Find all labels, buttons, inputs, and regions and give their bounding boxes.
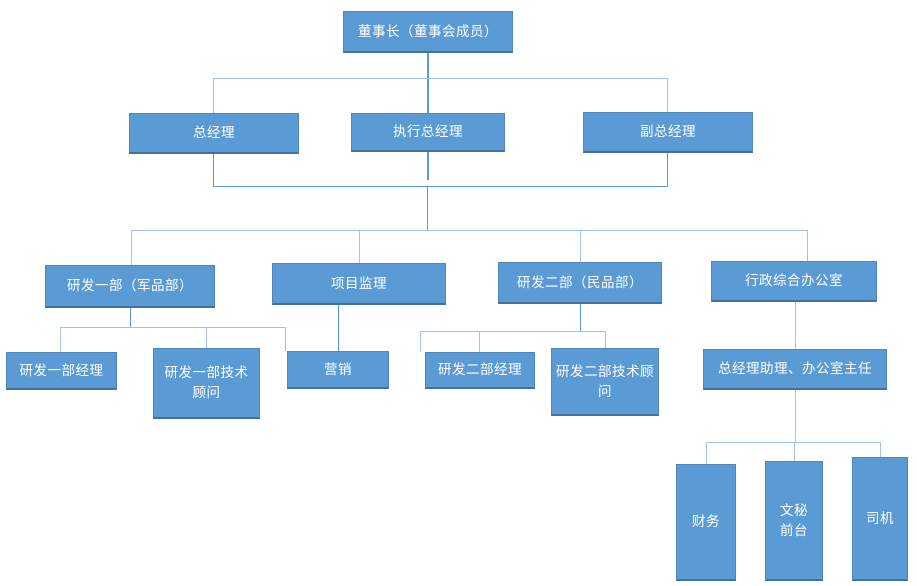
org-node-secretary[interactable]: 文秘 前台 — [765, 461, 823, 581]
connector-to-secretary — [794, 442, 795, 461]
connector-to-rd1 — [131, 230, 132, 265]
connector-to-rd2-tech — [605, 331, 606, 348]
connector-bottom-bus — [706, 442, 880, 443]
org-node-rd2-mgr[interactable]: 研发二部经理 — [425, 352, 535, 389]
org-node-gm[interactable]: 总经理 — [129, 113, 299, 154]
connector-rd2-bus-left-drop — [420, 331, 421, 352]
connector-pm-super-stem — [338, 304, 339, 351]
connector-level2-bus — [131, 230, 807, 231]
org-node-rd1-tech[interactable]: 研发一部技术顾问 — [153, 348, 260, 419]
connector-admin-to-assistant — [795, 301, 796, 349]
connector-to-rd2 — [580, 230, 581, 263]
connector-to-deputy-gm — [667, 78, 668, 113]
connector-to-driver — [880, 442, 881, 457]
org-node-driver[interactable]: 司机 — [852, 457, 908, 581]
connector-assistant-stem — [795, 390, 796, 442]
org-node-exec-gm[interactable]: 执行总经理 — [351, 113, 505, 152]
org-node-gm-assistant[interactable]: 总经理助理、办公室主任 — [703, 349, 887, 390]
connector-rd1-stem — [130, 307, 131, 328]
org-node-marketing[interactable]: 营销 — [287, 351, 389, 389]
org-node-finance[interactable]: 财务 — [676, 464, 736, 581]
connector-rd2-bus — [420, 331, 606, 332]
connector-rd2-stem — [580, 303, 581, 331]
org-node-rd1[interactable]: 研发一部（军品部） — [45, 265, 215, 308]
connector-to-rd1-mgr — [60, 327, 61, 352]
connector-to-finance — [706, 442, 707, 464]
connector-rd1-bus-right-drop — [285, 327, 286, 351]
connector-gm-down — [213, 153, 214, 186]
org-node-rd2[interactable]: 研发二部（民品部） — [498, 262, 662, 304]
org-node-chairman[interactable]: 董事长（董事会成员） — [343, 11, 513, 53]
connector-to-pm-super — [359, 230, 360, 264]
connector-to-rd1-tech — [206, 327, 207, 348]
connector-level2-stem — [427, 186, 428, 230]
connector-level1-bus — [213, 78, 668, 79]
connector-to-admin-office — [807, 230, 808, 262]
connector-rd1-bus — [60, 327, 285, 328]
org-node-admin-office[interactable]: 行政综合办公室 — [711, 261, 877, 302]
connector-gm-deputy-bus — [213, 186, 668, 187]
org-node-deputy-gm[interactable]: 副总经理 — [583, 112, 753, 153]
org-node-pm-super[interactable]: 项目监理 — [272, 263, 446, 305]
connector-to-gm — [213, 78, 214, 114]
org-node-rd1-mgr[interactable]: 研发一部经理 — [6, 352, 117, 390]
org-node-rd2-tech[interactable]: 研发二部技术顾问 — [551, 348, 659, 416]
connector-deputy-gm-down — [667, 152, 668, 186]
connector-to-rd2-mgr — [479, 331, 480, 352]
